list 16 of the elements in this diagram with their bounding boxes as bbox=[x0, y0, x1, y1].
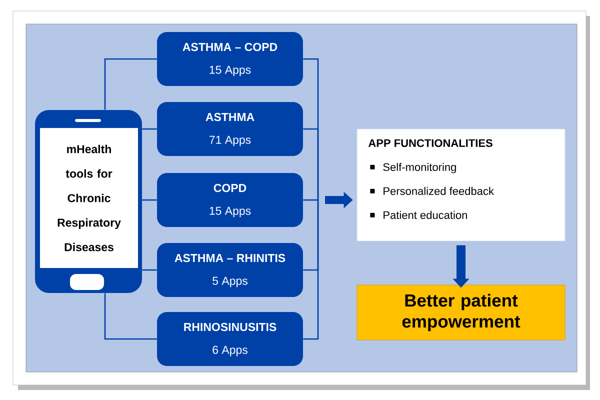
category-box: ASTHMA 71 Apps bbox=[157, 102, 303, 156]
functionality-box: APP FUNCTIONALITIES Self-monitoring Personalized feedback Patient education bbox=[356, 128, 566, 242]
connector-line bbox=[142, 199, 157, 201]
outcome-box: Better patient empowerment bbox=[356, 284, 566, 340]
connector-line bbox=[104, 58, 157, 110]
connector-line bbox=[303, 199, 318, 201]
category-box: COPD 15 Apps bbox=[157, 173, 303, 227]
category-box: ASTHMA – COPD 15 Apps bbox=[157, 32, 303, 86]
connector-line bbox=[104, 293, 157, 340]
connector-line bbox=[142, 269, 157, 271]
category-box: RHINOSINUSITIS 6 Apps bbox=[157, 312, 303, 366]
connector-line bbox=[142, 128, 157, 130]
category-box: ASTHMA – RHINITIS 5 Apps bbox=[157, 243, 303, 297]
connector-line bbox=[303, 128, 319, 200]
phone: mHealth tools for Chronic Respiratory Diseases bbox=[35, 110, 142, 293]
connector-line bbox=[303, 200, 319, 340]
